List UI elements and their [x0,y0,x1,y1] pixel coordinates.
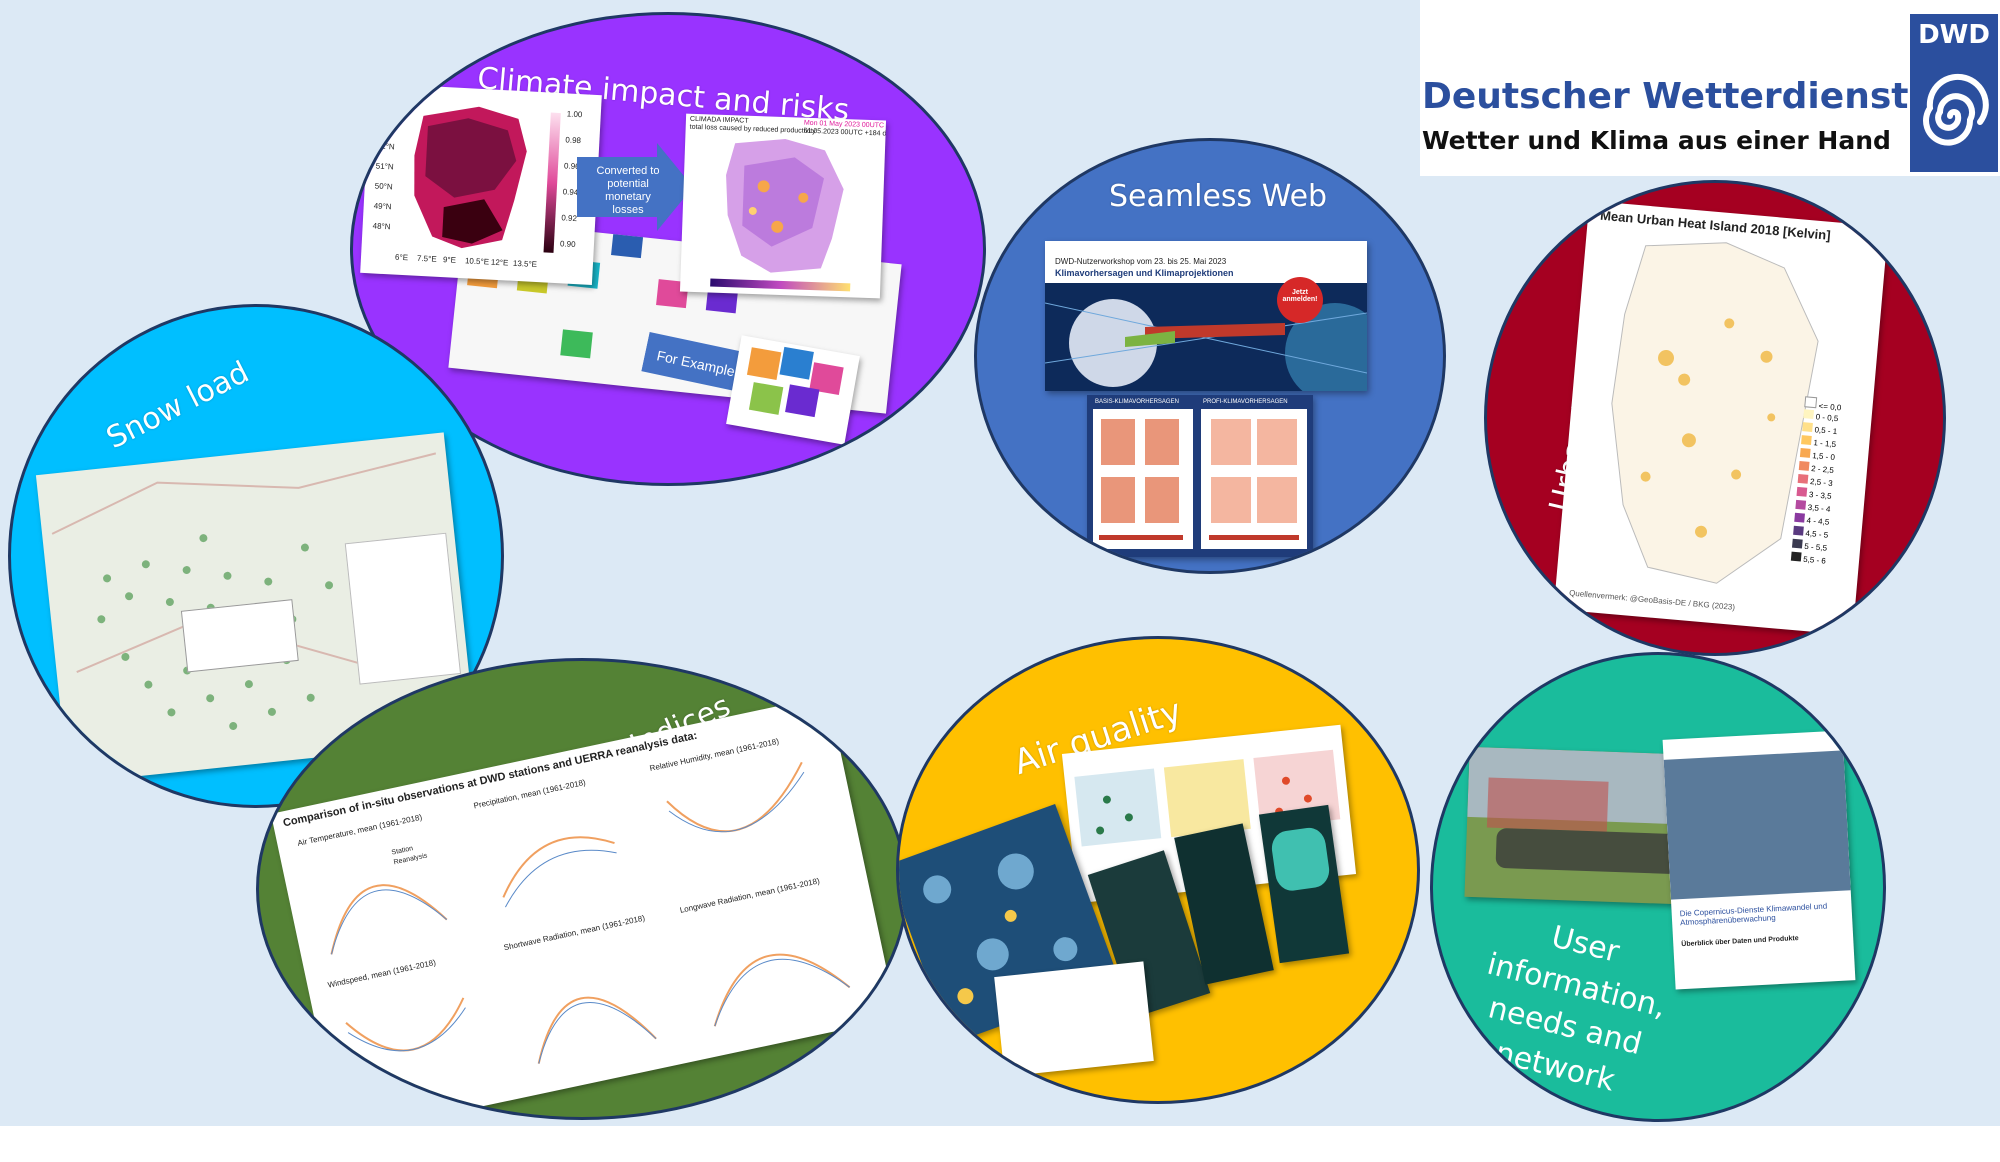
brochure-sub: Überblick über Daten und Produkte [1681,935,1799,949]
workshop-graphic [1045,299,1367,391]
spiral-icon [1923,73,1989,146]
register-badge-text: Jetzt anmelden! [1282,289,1318,303]
logo-name: Deutscher Wetterdienst [1422,76,1909,117]
lon-label: 12°E [490,257,509,268]
legend-label: 3 - 3,5 [1808,489,1832,501]
bubble-air-quality: Air quality [896,636,1420,1104]
legend-label: 5,5 - 6 [1802,554,1827,566]
panel-left-label: BASIS-KLIMAVORHERSAGEN [1095,399,1179,405]
aq-poster [923,853,1078,1005]
lat-label: 48°N [372,221,391,232]
productivity-map-card: 54°N 53°N 52°N 51°N 50°N 49°N 48°N 6°E 7… [360,83,602,285]
legend-label: 0 - 0,5 [1815,412,1839,424]
snow-load-title: Snow load [101,354,255,457]
lon-label: 6°E [394,252,409,263]
bottom-band [0,1126,2000,1162]
panel-right-label: PROFI-KLIMAVORHERSAGEN [1203,399,1288,405]
productivity-map [414,106,561,253]
workshop-header: DWD-Nutzerworkshop vom 23. bis 25. Mai 2… [1055,257,1227,266]
logo-slogan: Wetter und Klima aus einer Hand [1422,126,1891,155]
conversion-arrow [577,143,693,231]
agri-charts-card: Comparison of in-situ observations at DW… [270,695,898,1117]
snow-popup [180,599,299,673]
register-badge[interactable] [1277,277,1323,323]
lat-label: 54°N [378,101,398,112]
lat-label: 52°N [376,141,395,152]
agri-curves [330,761,851,1064]
dwd-logo: Deutscher Wetterdienst Wetter und Klima … [1420,0,2000,176]
workshop-subheader: Klimavorhersagen und Klimaprojektionen [1055,268,1234,278]
impact-map-card: CLIMADA IMPACT total loss caused by redu… [679,113,887,299]
seamless-web-title: Seamless Web [1109,179,1328,214]
lon-label: 10.5°E [464,256,490,267]
user-info-title: User information, needs and network [1462,903,1677,1110]
snow-info-panel [344,532,462,685]
copernicus-brochure: Die Copernicus-Dienste Klimawandel und A… [1662,730,1856,990]
lat-label: 50°N [374,181,393,192]
uhi-map-card: Mean Urban Heat Island 2018 [Kelvin] <= … [1553,200,1889,636]
bubble-agri: Agricultural Climate Indices Comparison … [256,658,908,1120]
legend-label: 2,5 - 3 [1809,477,1834,488]
aq-chart-card [994,961,1154,1077]
workshop-banner: DWD-Nutzerworkshop vom 23. bis 25. Mai 2… [1045,241,1367,391]
legend-label: 5 - 5,5 [1803,541,1828,553]
snow-map-card [35,432,477,784]
logo-abbr: DWD [1918,20,1990,50]
legend-label: 4,5 - 5 [1805,528,1829,540]
colorbar-label: 0.92 [561,213,578,224]
puzzle-card [726,335,860,445]
logo-box: DWD [1910,14,1998,172]
legend-label: 4 - 4,5 [1806,515,1830,527]
lon-label: 13.5°E [512,258,538,270]
lat-label: 51°N [375,161,394,172]
bubble-urban-heat: Urban Heat Island Mean Urban Heat Island… [1484,180,1946,656]
legend-label: 2 - 2,5 [1810,464,1835,476]
legend-label: 1 - 1,5 [1813,438,1837,450]
forecast-panels: BASIS-KLIMAVORHERSAGEN PROFI-KLIMAVORHER… [1087,395,1313,557]
colorbar-label: 0.90 [559,239,576,250]
uhi-map [1611,242,1819,584]
aq-poster-card [899,803,1121,1045]
colorbar-label: 1.00 [566,109,583,120]
lon-label: 7.5°E [416,253,437,264]
brochure-title: Die Copernicus-Dienste Klimawandel und A… [1679,901,1828,928]
lat-label: 49°N [373,201,392,212]
impact-map [710,139,851,292]
bubble-seamless-web: Seamless Web DWD-Nutzerworkshop vom 23. … [974,138,1446,574]
legend-label: 3,5 - 4 [1807,502,1831,514]
bubble-user-info: Die Copernicus-Dienste Klimawandel und A… [1430,652,1886,1122]
conversion-arrow-text: Converted to potential monetary losses [596,165,660,216]
forecast-maps [1099,419,1299,540]
lon-label: 9°E [442,255,457,265]
legend-label: 0,5 - 1 [1814,425,1838,437]
legend-label: 1,5 - 0 [1811,451,1836,463]
lat-label: 53°N [377,121,396,132]
